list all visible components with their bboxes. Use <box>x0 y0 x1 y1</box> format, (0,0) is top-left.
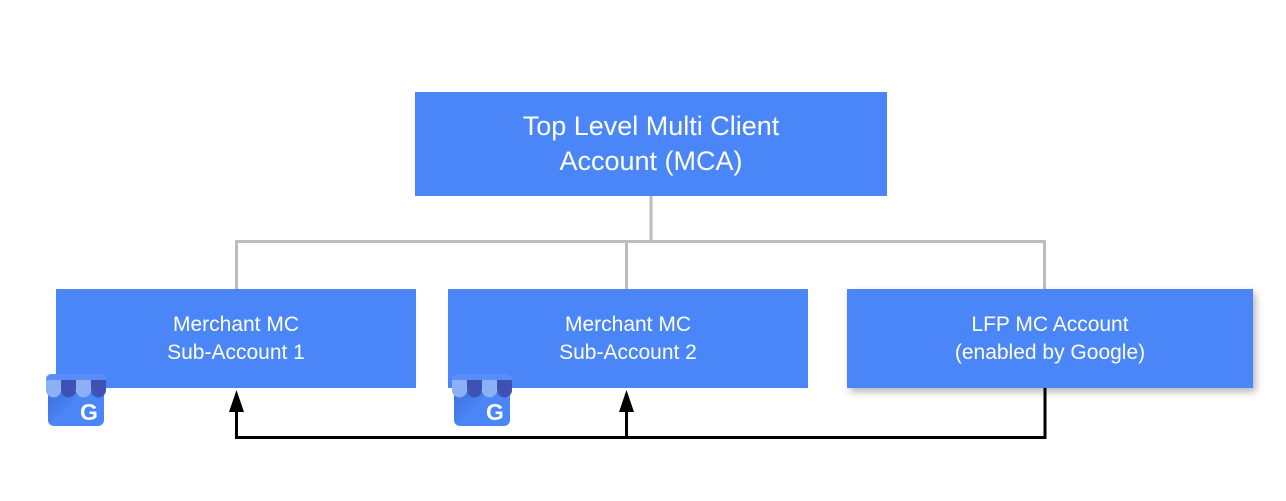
gmb-awning-stripe-4 <box>91 380 106 398</box>
node-merchant-mc-sub-account-2[interactable]: Merchant MC Sub-Account 2 <box>448 289 808 388</box>
gmb-awning-stripe-2 <box>467 380 482 398</box>
gmb-letter-g: G <box>80 399 98 425</box>
node-merchant-mc-sub-account-1[interactable]: Merchant MC Sub-Account 1 <box>56 289 416 388</box>
gmb-body-shadow <box>454 392 488 426</box>
node-top-level-mca[interactable]: Top Level Multi Client Account (MCA) <box>415 92 887 196</box>
gmb-body-shadow <box>48 392 82 426</box>
google-my-business-icon: G <box>452 374 512 426</box>
node-lfp-mc-account[interactable]: LFP MC Account (enabled by Google) <box>847 289 1253 388</box>
node-lfp-mc-account-label: LFP MC Account (enabled by Google) <box>954 313 1146 364</box>
node-merchant-mc-sub-account-1-label: Merchant MC Sub-Account 1 <box>167 313 305 364</box>
feedback-arrowhead-sub1 <box>229 390 244 412</box>
gmb-awning-roof <box>452 374 512 380</box>
google-my-business-icon: G <box>46 374 106 426</box>
gmb-awning-roof <box>46 374 106 380</box>
gmb-awning-stripe-2 <box>61 380 76 398</box>
node-top-level-mca-label: Top Level Multi Client Account (MCA) <box>522 110 780 176</box>
gmb-awning-stripe-1 <box>46 380 61 398</box>
gmb-awning-stripe-4 <box>497 380 512 398</box>
gmb-awning-stripe-1 <box>452 380 467 398</box>
gmb-letter-g: G <box>486 399 504 425</box>
gmb-awning-stripe-3 <box>76 380 91 398</box>
feedback-arrowhead-sub2 <box>619 390 634 412</box>
node-merchant-mc-sub-account-2-label: Merchant MC Sub-Account 2 <box>559 313 697 364</box>
gmb-awning-stripe-3 <box>482 380 497 398</box>
